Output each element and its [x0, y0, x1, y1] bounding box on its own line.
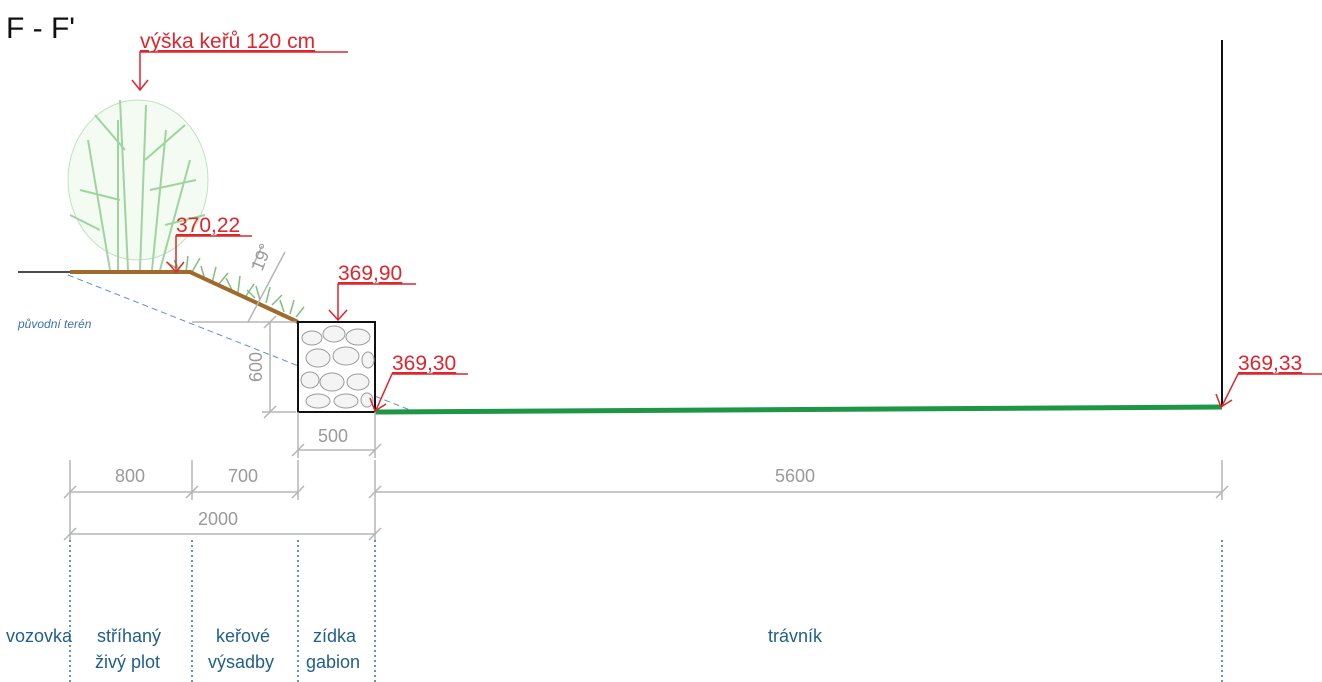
zone-gabion-label-1: zídka — [313, 626, 357, 646]
gabion-wall — [297, 321, 376, 413]
right-elevation-label: 369,33 — [1238, 352, 1302, 375]
top-elevation-label: 370,22 — [176, 214, 240, 237]
gabion-top-elevation-callout: 369,90 — [328, 262, 416, 322]
slope-angle-indicator — [247, 245, 286, 323]
gabion-height-label: 600 — [246, 352, 266, 382]
original-terrain-label: původní terén — [17, 317, 92, 331]
gabion-width-label: 500 — [318, 426, 348, 446]
zone-dividers — [69, 540, 1223, 682]
gabion-base-elevation-label: 369,30 — [392, 352, 456, 375]
hedge-bush-drawing — [67, 99, 209, 271]
shrub-plantings-drawing — [165, 255, 305, 318]
right-elevation-callout: 369,33 — [1215, 352, 1322, 409]
slope-angle-label: 19° — [247, 241, 276, 274]
zone-hedge-label-1: stříhaný — [97, 626, 161, 646]
shrub-height-label: výška keřů 120 cm — [140, 30, 315, 53]
zone-gabion-label-2: gabion — [306, 652, 360, 672]
soil-surface-line — [70, 270, 299, 324]
lawn-line — [374, 404, 1223, 415]
top-elevation-callout: 370,22 — [166, 214, 252, 274]
section-title: F - F' — [6, 12, 75, 45]
total-left-width-label: 2000 — [198, 509, 238, 529]
shrub-height-callout: výška keřů 120 cm — [131, 30, 348, 92]
zone-shrubs-label-1: keřové — [216, 626, 270, 646]
gabion-top-elevation-label: 369,90 — [338, 262, 402, 285]
lawn-width-label: 5600 — [775, 466, 815, 486]
zone-road-label: vozovka — [6, 626, 73, 646]
hedge-width-label: 800 — [115, 466, 145, 486]
zone-hedge-label-2: živý plot — [95, 652, 160, 672]
zone-lawn-label: trávník — [768, 626, 823, 646]
dimension-row-1 — [63, 460, 1229, 540]
gabion-height-dimension — [192, 315, 296, 419]
gabion-width-dimension — [291, 412, 382, 458]
original-terrain-line — [67, 274, 411, 411]
dimension-row-2 — [63, 527, 382, 541]
gabion-base-elevation-callout: 369,30 — [369, 352, 468, 413]
zone-shrubs-label-2: výsadby — [208, 652, 274, 672]
shrubs-width-label: 700 — [228, 466, 258, 486]
